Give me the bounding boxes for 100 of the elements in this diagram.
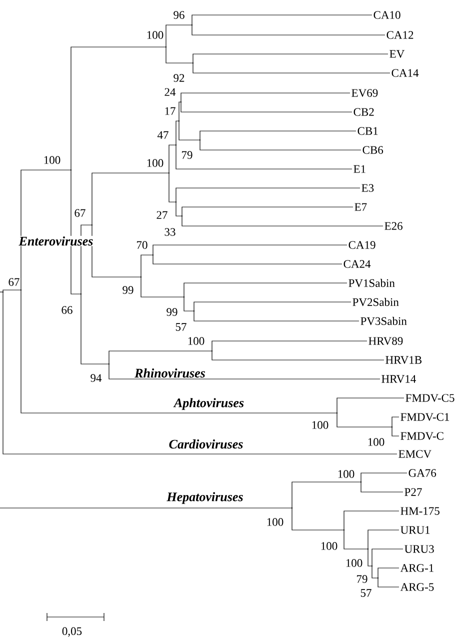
branch-line: [80, 294, 110, 364]
branch-line: [194, 302, 352, 312]
branch-line: [168, 144, 176, 174]
branch-line: [200, 140, 362, 150]
leaf-label: HRV1B: [386, 356, 422, 364]
branch-line: [180, 92, 350, 102]
leaf-label: CA14: [392, 69, 419, 77]
branch-line: [176, 144, 352, 170]
branch-line: [2, 290, 22, 292]
branch-line: [392, 416, 400, 428]
branch-line: [344, 530, 368, 550]
branch-line: [194, 310, 360, 322]
branch-line: [166, 24, 192, 48]
leaf-label: CA24: [344, 260, 371, 268]
branch-line: [182, 206, 354, 216]
bootstrap-value: 100: [311, 420, 329, 430]
bootstrap-value: 99: [122, 286, 134, 294]
branch-line: [176, 120, 180, 146]
branch-line: [20, 170, 72, 290]
leaf-label: PV3Sabin: [360, 316, 407, 326]
branch-line: [140, 276, 184, 298]
bootstrap-value: 70: [136, 240, 148, 250]
leaf-label: P27: [404, 488, 422, 496]
branch-line: [184, 296, 194, 312]
branch-line: [166, 46, 194, 64]
branch-line: [200, 130, 356, 140]
leaf-label: E3: [362, 184, 374, 192]
leaf-label: FMDV-C1: [400, 413, 450, 421]
bootstrap-value: 67: [74, 208, 86, 218]
leaf-label: GA76: [408, 469, 436, 477]
bootstrap-value: 67: [8, 278, 20, 286]
branch-line: [178, 120, 200, 140]
bootstrap-value: 100: [146, 158, 164, 168]
branch-line: [108, 364, 380, 380]
branch-line: [378, 568, 400, 578]
leaf-label: HRV89: [368, 337, 403, 345]
branch-line: [70, 46, 166, 170]
branch-line: [182, 216, 384, 226]
branch-line: [192, 62, 390, 74]
branch-line: [292, 482, 362, 508]
leaf-label: CA19: [348, 241, 376, 249]
scale-label: 0,05: [62, 627, 82, 637]
bootstrap-value: 94: [90, 374, 102, 382]
leaf-label: E1: [354, 165, 366, 173]
bootstrap-value: 92: [172, 74, 186, 82]
branch-line: [344, 510, 400, 530]
bootstrap-value: 24: [164, 88, 176, 96]
branch-line: [212, 340, 368, 352]
leaf-label: CB1: [358, 127, 378, 135]
branch-line: [184, 282, 348, 298]
leaf-label: ARG-5: [400, 583, 434, 591]
branch-line: [176, 202, 182, 216]
clade-name: Enteroviruses: [18, 236, 94, 246]
bootstrap-value: 100: [345, 558, 363, 568]
bootstrap-value: 27: [156, 210, 168, 220]
branch-line: [368, 530, 400, 550]
bootstrap-value: 100: [146, 30, 164, 40]
bootstrap-value: 47: [156, 130, 170, 140]
branch-line: [292, 508, 344, 530]
leaf-label: EMCV: [398, 450, 432, 458]
leaf-label: ARG-1: [400, 564, 434, 572]
leaf-label: HM-175: [400, 507, 440, 515]
leaf-label: FMDV-C5: [406, 394, 454, 402]
leaf-label: PV2Sabin: [352, 298, 399, 306]
leaf-label: URU3: [404, 545, 434, 553]
clade-name: Hepatoviruses: [166, 492, 244, 504]
leaf-label: CB6: [362, 146, 384, 154]
branch-line: [20, 290, 338, 414]
branch-line: [378, 578, 400, 588]
branch-line: [192, 24, 386, 36]
bootstrap-value: 100: [320, 542, 338, 550]
branch-line: [168, 172, 176, 202]
bootstrap-value: 96: [172, 10, 186, 20]
bootstrap-value: 99: [166, 308, 178, 316]
bootstrap-value: 100: [43, 156, 61, 164]
leaf-label: URU1: [400, 526, 430, 534]
branch-line: [360, 472, 408, 482]
bootstrap-value: 79: [356, 574, 368, 584]
branch-line: [80, 224, 92, 294]
branch-line: [212, 350, 384, 360]
bootstrap-value: 33: [164, 228, 176, 236]
branch-line: [176, 188, 360, 202]
branch-line: [70, 170, 82, 294]
bootstrap-value: 100: [367, 438, 385, 446]
leaf-label: FMDV-C: [400, 432, 444, 440]
bootstrap-value: 57: [360, 588, 372, 598]
branch-line: [108, 350, 212, 364]
bootstrap-value: 66: [60, 306, 74, 314]
branch-line: [152, 244, 348, 256]
branch-line: [372, 548, 404, 566]
leaf-label: E26: [384, 222, 402, 230]
branch-line: [140, 254, 154, 278]
leaf-label: HRV14: [382, 375, 416, 383]
branch-line: [336, 398, 404, 414]
branch-line: [180, 102, 352, 112]
branch-line: [360, 482, 404, 492]
bootstrap-value: 79: [180, 150, 194, 160]
branch-line: [368, 548, 372, 566]
leaf-label: CA10: [374, 11, 400, 19]
leaf-label: E7: [354, 203, 367, 211]
